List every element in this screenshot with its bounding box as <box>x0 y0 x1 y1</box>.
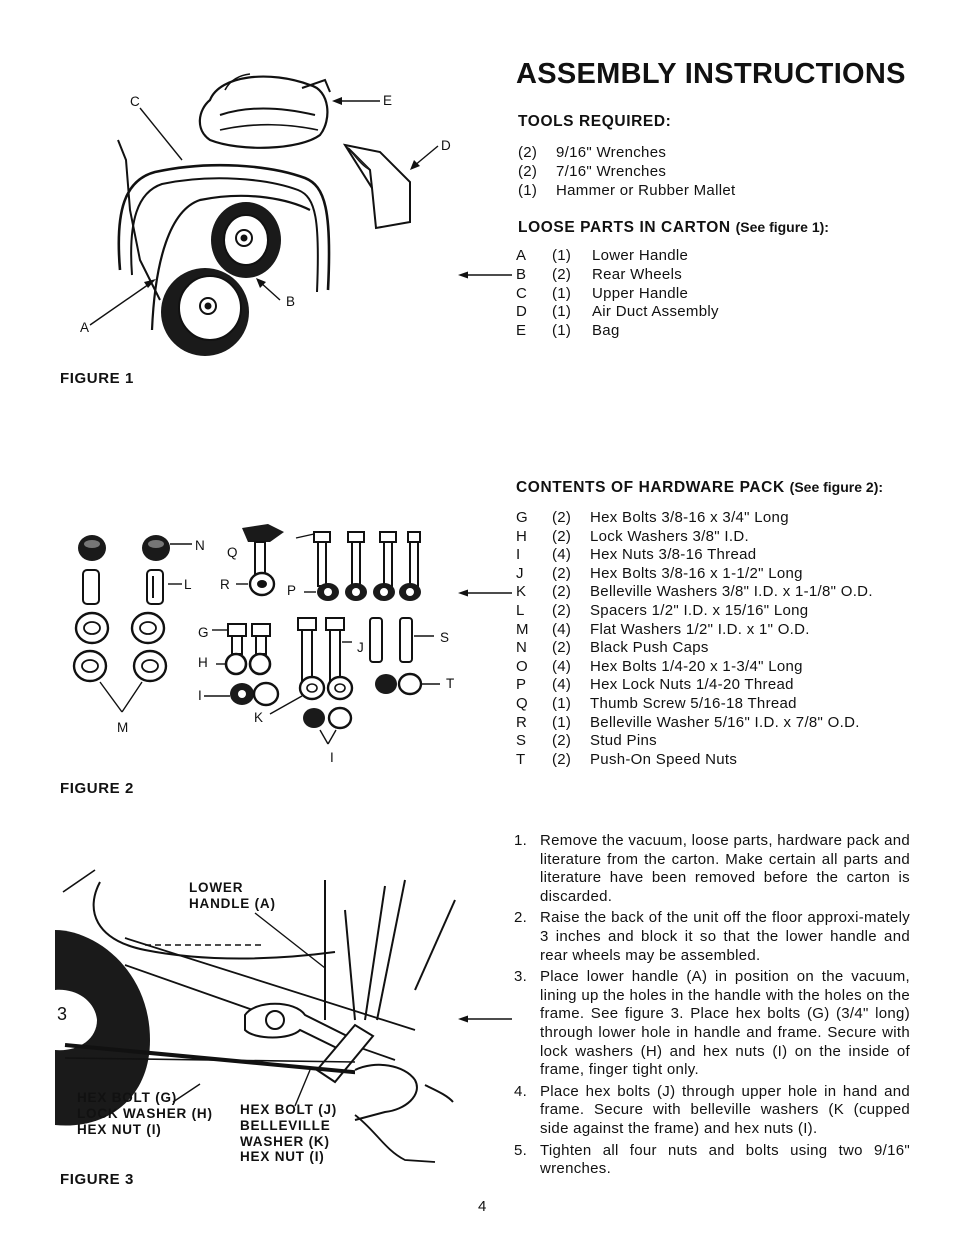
callout-e: E <box>383 93 393 108</box>
list-item: K(2)Belleville Washers 3/8" I.D. x 1-1/8… <box>516 583 873 601</box>
pointer-arrow-icon <box>458 589 512 597</box>
callout-n: N <box>195 538 206 553</box>
tools-heading: TOOLS REQUIRED: <box>518 113 672 130</box>
lower-handle-callout: LOWER HANDLE (A) <box>189 880 276 911</box>
list-item: D(1)Air Duct Assembly <box>516 303 719 321</box>
hardware-list: G(2)Hex Bolts 3/8-16 x 3/4" Long H(2)Loc… <box>516 509 873 769</box>
list-item: B(2)Rear Wheels <box>516 265 682 283</box>
tools-list: (2)9/16" Wrenches (2)7/16" Wrenches (1)H… <box>518 144 735 200</box>
figure2-label: FIGURE 2 <box>60 780 134 797</box>
callout-r: R <box>220 577 231 592</box>
callout-d: D <box>441 138 452 153</box>
list-item: C(1)Upper Handle <box>516 284 689 302</box>
hex-bolt-j-callout: HEX BOLT (J) BELLEVILLE WASHER (K) HEX N… <box>240 1102 338 1165</box>
list-item: N(2)Black Push Caps <box>516 639 709 657</box>
callout-j: J <box>357 640 365 655</box>
list-item: A(1)Lower Handle <box>516 247 689 265</box>
tool-item: (2)7/16" Wrenches <box>518 162 667 180</box>
callout-i-lower: I <box>330 750 335 765</box>
callout-t: T <box>446 676 456 691</box>
callout-l: L <box>184 577 193 592</box>
list-item: H(2)Lock Washers 3/8" I.D. <box>516 527 749 545</box>
list-item: R(1)Belleville Washer 5/16" I.D. x 7/8" … <box>516 713 860 731</box>
tool-item: (1)Hammer or Rubber Mallet <box>518 181 736 199</box>
callout-g: G <box>198 625 210 640</box>
list-item: T(2)Push-On Speed Nuts <box>516 750 738 768</box>
hex-bolt-g-callout: HEX BOLT (G) LOCK WASHER (H) HEX NUT (I) <box>77 1090 213 1137</box>
svg-text:3: 3 <box>57 1004 67 1024</box>
callout-q: Q <box>227 545 239 560</box>
loose-parts-list: A(1)Lower Handle B(2)Rear Wheels C(1)Upp… <box>516 247 719 341</box>
list-item: L(2)Spacers 1/2" I.D. x 15/16" Long <box>516 601 809 619</box>
instruction-steps: 1.Remove the vacuum, loose parts, hardwa… <box>514 832 910 1182</box>
figure2-illustration <box>72 524 440 745</box>
step-item: 1.Remove the vacuum, loose parts, hardwa… <box>514 832 910 905</box>
loose-parts-heading: LOOSE PARTS IN CARTON (See figure 1): <box>518 219 829 236</box>
step-item: 3.Place lower handle (A) in position on … <box>514 968 910 1079</box>
callout-k: K <box>254 710 264 725</box>
list-item: M(4)Flat Washers 1/2" I.D. x 1" O.D. <box>516 620 810 638</box>
callout-m: M <box>117 720 130 735</box>
page-number: 4 <box>478 1198 487 1215</box>
pointer-arrow-icon <box>458 271 512 279</box>
list-item: G(2)Hex Bolts 3/8-16 x 3/4" Long <box>516 509 789 526</box>
pointer-arrow-icon <box>458 1015 512 1023</box>
callout-h: H <box>198 655 209 670</box>
step-item: 2.Raise the back of the unit off the flo… <box>514 909 910 964</box>
callout-i: I <box>198 688 203 703</box>
list-item: O(4)Hex Bolts 1/4-20 x 1-3/4" Long <box>516 657 803 675</box>
callout-b: B <box>286 294 296 309</box>
callout-c: C <box>130 94 141 109</box>
hardware-heading: CONTENTS OF HARDWARE PACK (See figure 2)… <box>516 479 884 496</box>
step-item: 5.Tighten all four nuts and bolts using … <box>514 1141 910 1178</box>
list-item: P(4)Hex Lock Nuts 1/4-20 Thread <box>516 676 794 694</box>
list-item: S(2)Stud Pins <box>516 732 657 750</box>
list-item: I(4)Hex Nuts 3/8-16 Thread <box>516 546 757 564</box>
step-item: 4.Place hex bolts (J) through upper hole… <box>514 1082 910 1137</box>
page-title: ASSEMBLY INSTRUCTIONS <box>516 58 906 90</box>
callout-s: S <box>440 630 450 645</box>
figure1-illustration <box>89 73 439 356</box>
list-item: E(1)Bag <box>516 322 620 340</box>
list-item: J(2)Hex Bolts 3/8-16 x 1-1/2" Long <box>516 564 803 582</box>
tool-item: (2)9/16" Wrenches <box>518 144 667 162</box>
figure3-illustration: 3 <box>55 869 456 1163</box>
list-item: Q(1)Thumb Screw 5/16-18 Thread <box>516 694 797 712</box>
figure3-label: FIGURE 3 <box>60 1171 134 1188</box>
figure1-label: FIGURE 1 <box>60 370 134 387</box>
callout-p: P <box>287 583 297 598</box>
callout-a: A <box>80 320 90 335</box>
